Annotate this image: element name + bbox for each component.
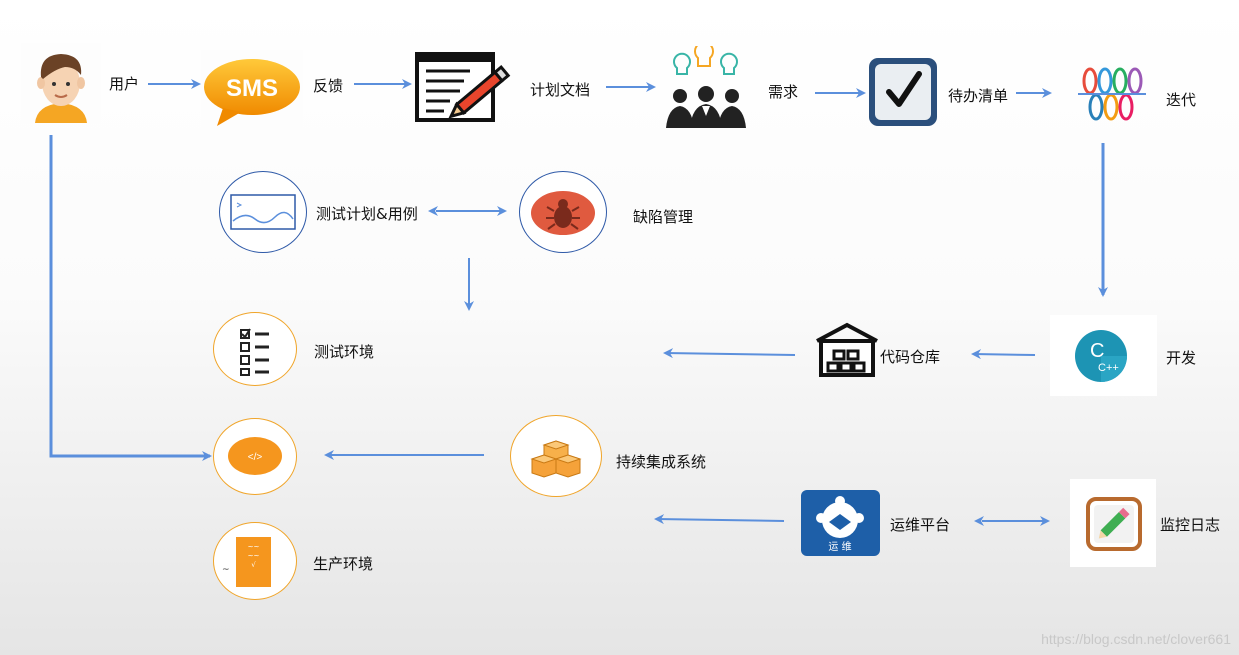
user-avatar-icon <box>21 43 101 123</box>
arrow-ops-left <box>654 514 785 525</box>
arrow-repo-testenv <box>663 348 796 359</box>
plan-document-icon <box>414 51 522 123</box>
prod-doc-line2: ~~ <box>247 552 260 560</box>
iteration-rings-icon <box>1078 63 1146 127</box>
dev-cpp-icon: C C++ <box>1050 315 1157 396</box>
iteration-label: 迭代 <box>1166 91 1197 109</box>
defect-bug-icon <box>519 171 607 253</box>
ci-boxes-icon <box>510 415 602 497</box>
requirements-label: 需求 <box>768 83 799 101</box>
prod-doc-line3: √ <box>251 561 256 569</box>
code-repo-warehouse-icon <box>814 321 880 377</box>
prod-env-doc-icon: ~~ ~~ √ ~ <box>213 522 297 600</box>
code-build-icon: </> <box>213 418 297 495</box>
monitoring-label: 监控日志 <box>1160 516 1221 534</box>
code-tag-text: </> <box>247 452 262 463</box>
test-env-label: 测试环境 <box>314 343 375 361</box>
cpp-icon-text: C++ <box>1098 362 1119 374</box>
prod-doc-line1: ~~ <box>247 543 260 551</box>
monitoring-notebook-icon <box>1070 479 1156 567</box>
plan-doc-label: 计划文档 <box>530 81 591 99</box>
watermark: https://blog.csdn.net/clover661 <box>1041 631 1231 647</box>
sms-icon-text: SMS <box>226 75 278 102</box>
requirements-people-icon <box>662 41 752 128</box>
arrow-user-ci <box>49 135 212 461</box>
arrow-dev-repo <box>971 349 1036 360</box>
dev-label: 开发 <box>1166 349 1197 367</box>
ops-platform-icon: 运 维 <box>801 490 880 556</box>
test-plan-label: 测试计划&用例 <box>316 205 418 223</box>
defect-mgmt-label: 缺陷管理 <box>633 208 694 226</box>
code-repo-label: 代码仓库 <box>880 348 941 366</box>
feedback-label: 反馈 <box>313 77 344 95</box>
test-env-checklist-icon <box>213 312 297 386</box>
backlog-checkbox-icon <box>867 56 939 128</box>
sms-icon: SMS <box>201 50 303 130</box>
test-plan-icon <box>219 171 307 253</box>
user-label: 用户 <box>109 75 140 93</box>
ci-system-label: 持续集成系统 <box>616 453 707 471</box>
backlog-label: 待办清单 <box>948 87 1009 105</box>
prod-tilde: ~ <box>222 565 230 575</box>
prod-doc-sheet: ~~ ~~ √ <box>236 537 271 587</box>
ops-platform-label: 运维平台 <box>890 516 951 534</box>
cpp-icon-letter: C <box>1090 340 1104 362</box>
prod-env-label: 生产环境 <box>313 555 374 573</box>
ops-badge-text: 运 维 <box>828 540 851 553</box>
